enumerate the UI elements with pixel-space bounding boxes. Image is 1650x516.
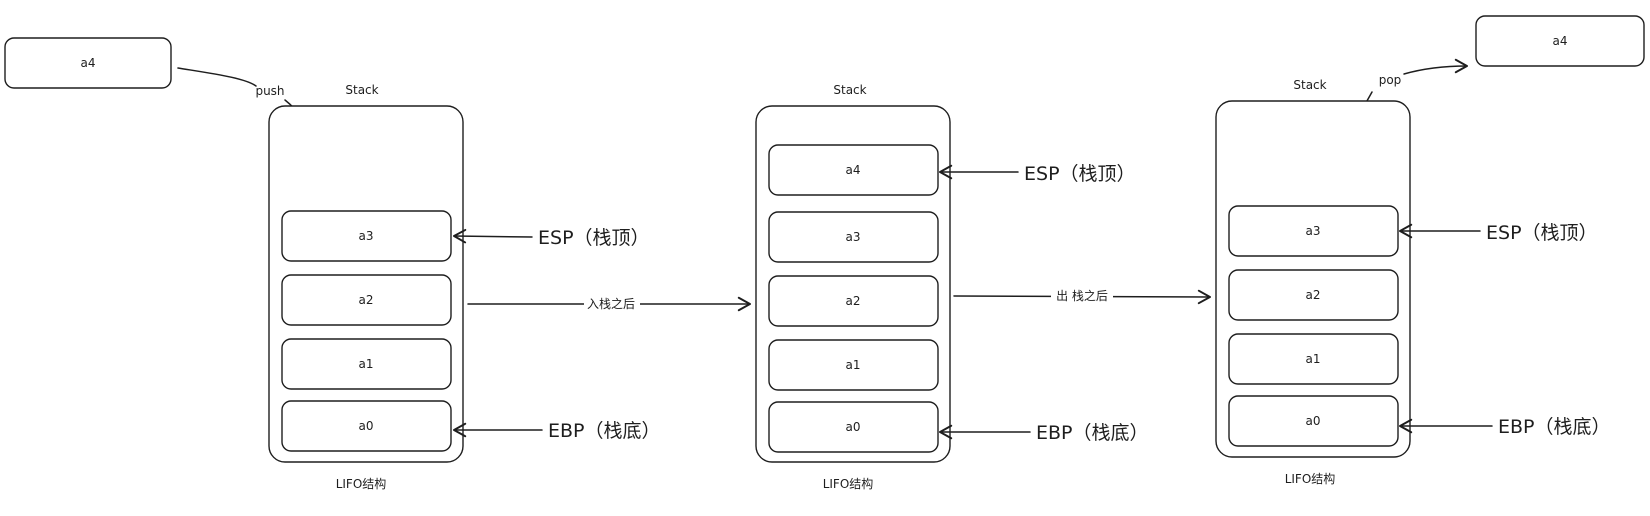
after-push-label: 入栈之后 bbox=[587, 296, 635, 311]
middle-stack-item-a2[interactable] bbox=[768, 275, 939, 327]
left-stack-item-a2[interactable] bbox=[281, 274, 452, 326]
right-stack-item-a3[interactable] bbox=[1228, 205, 1399, 257]
right-stack-group: a4 pop Stack a3 a2 a1 a0 ESP（栈顶） EBP（栈底）… bbox=[1215, 15, 1645, 486]
middle-item-a2-label: a2 bbox=[846, 294, 861, 308]
after-push-label-bg bbox=[584, 294, 640, 312]
transition-after-pop: 出 栈之后 bbox=[953, 286, 1211, 305]
left-item-a1-label: a1 bbox=[359, 357, 374, 371]
right-floating-a4-label: a4 bbox=[1553, 34, 1568, 48]
left-esp-arrow bbox=[453, 228, 533, 244]
right-stack-title: Stack bbox=[1293, 78, 1326, 92]
middle-item-a4-label: a4 bbox=[846, 163, 861, 177]
push-label: push bbox=[255, 84, 284, 98]
left-caption: LIFO结构 bbox=[336, 476, 387, 491]
push-arrow-line-1 bbox=[177, 67, 257, 87]
middle-stack-item-a4[interactable] bbox=[768, 144, 939, 196]
after-pop-label: 出 栈之后 bbox=[1056, 288, 1108, 303]
left-esp-label: ESP（栈顶） bbox=[538, 227, 650, 249]
right-stack-item-a2[interactable] bbox=[1228, 269, 1399, 321]
left-stack-item-a0[interactable] bbox=[281, 400, 452, 452]
transition-after-push: 入栈之后 bbox=[467, 294, 751, 312]
right-ebp-label: EBP（栈底） bbox=[1498, 416, 1611, 438]
middle-stack-title: Stack bbox=[833, 83, 866, 97]
middle-item-a0-label: a0 bbox=[846, 420, 861, 434]
middle-item-a3-label: a3 bbox=[846, 230, 861, 244]
middle-stack-item-a3[interactable] bbox=[768, 211, 939, 263]
left-item-a0-label: a0 bbox=[359, 419, 374, 433]
left-stack-item-a3[interactable] bbox=[281, 210, 452, 262]
left-stack-title: Stack bbox=[345, 83, 378, 97]
left-floating-a4-label: a4 bbox=[81, 56, 96, 70]
left-stack-item-a1[interactable] bbox=[281, 338, 452, 390]
middle-ebp-label: EBP（栈底） bbox=[1036, 422, 1149, 444]
right-item-a3-label: a3 bbox=[1306, 224, 1321, 238]
right-item-a2-label: a2 bbox=[1306, 288, 1321, 302]
pop-label: pop bbox=[1379, 73, 1402, 87]
left-item-a2-label: a2 bbox=[359, 293, 374, 307]
middle-caption: LIFO结构 bbox=[823, 476, 874, 491]
middle-esp-label: ESP（栈顶） bbox=[1024, 163, 1136, 185]
right-item-a0-label: a0 bbox=[1306, 414, 1321, 428]
right-item-a1-label: a1 bbox=[1306, 352, 1321, 366]
right-stack-item-a0[interactable] bbox=[1228, 395, 1399, 447]
right-stack-item-a1[interactable] bbox=[1228, 333, 1399, 385]
left-item-a3-label: a3 bbox=[359, 229, 374, 243]
after-pop-label-bg bbox=[1051, 286, 1113, 304]
middle-item-a1-label: a1 bbox=[846, 358, 861, 372]
pop-arrow bbox=[1403, 58, 1468, 75]
middle-stack-item-a0[interactable] bbox=[768, 401, 939, 453]
left-ebp-label: EBP（栈底） bbox=[548, 420, 661, 442]
right-caption: LIFO结构 bbox=[1285, 471, 1336, 486]
right-esp-label: ESP（栈顶） bbox=[1486, 222, 1598, 244]
right-floating-a4-box[interactable] bbox=[1475, 15, 1645, 67]
middle-stack-item-a1[interactable] bbox=[768, 339, 939, 391]
left-floating-a4-box[interactable] bbox=[4, 37, 172, 89]
left-stack-group: a4 push Stack a3 a2 a1 a0 ESP（栈顶） EBP（栈底… bbox=[4, 37, 661, 491]
middle-stack-group: Stack a4 a3 a2 a1 a0 ESP（栈顶） EBP（栈底） LIF… bbox=[755, 83, 1149, 491]
